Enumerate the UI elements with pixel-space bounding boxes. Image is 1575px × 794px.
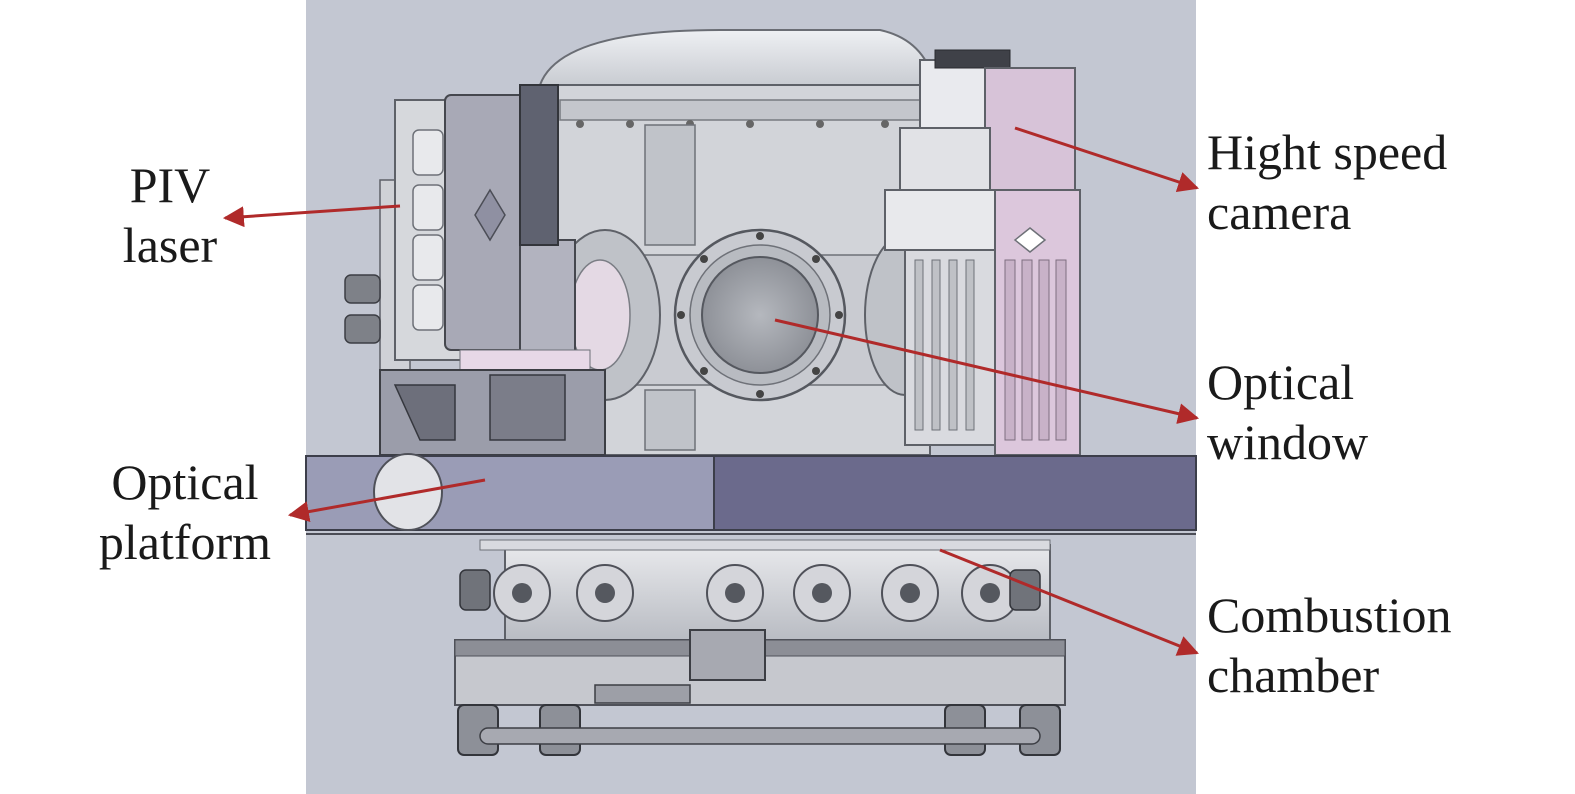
label-combustion-chamber-line1: Combustion xyxy=(1207,587,1452,643)
label-optical-window-line1: Optical xyxy=(1207,354,1355,410)
optical-platform xyxy=(305,453,1197,535)
combustion-chamber-assembly xyxy=(454,539,1066,756)
annotation-arrows xyxy=(222,126,1200,656)
arrow-high-speed-camera xyxy=(1014,126,1199,193)
label-optical-window: Optical window xyxy=(1207,352,1368,472)
laser-logo xyxy=(474,188,506,242)
label-optical-window-line2: window xyxy=(1207,414,1369,470)
platform-right-slab xyxy=(713,455,1197,531)
platform-left-slab xyxy=(305,455,715,531)
label-high-speed-camera-line1: Hight speed xyxy=(1207,124,1448,180)
label-piv-laser-line1: PIV xyxy=(129,157,211,213)
label-combustion-chamber-line2: chamber xyxy=(1207,647,1380,703)
optical-window-glass xyxy=(701,256,819,374)
high-speed-camera-assembly xyxy=(884,49,1081,456)
camera-top-block xyxy=(919,59,991,131)
label-high-speed-camera: Hight speed camera xyxy=(1207,122,1447,242)
label-piv-laser: PIV laser xyxy=(100,155,240,275)
platform-port xyxy=(373,453,443,531)
support-rail xyxy=(479,727,1041,745)
label-combustion-chamber: Combustion chamber xyxy=(1207,585,1451,705)
label-optical-platform-line2: platform xyxy=(98,514,272,570)
arrow-combustion-chamber xyxy=(939,548,1199,656)
label-optical-platform: Optical platform xyxy=(75,452,295,572)
arrow-optical-window xyxy=(774,318,1200,424)
label-optical-platform-line1: Optical xyxy=(111,454,259,510)
arrow-piv-laser xyxy=(222,204,401,228)
label-high-speed-camera-line2: camera xyxy=(1207,184,1352,240)
arrow-optical-platform xyxy=(287,478,486,522)
label-piv-laser-line2: laser xyxy=(122,217,218,273)
piv-laser-assembly xyxy=(344,84,606,456)
